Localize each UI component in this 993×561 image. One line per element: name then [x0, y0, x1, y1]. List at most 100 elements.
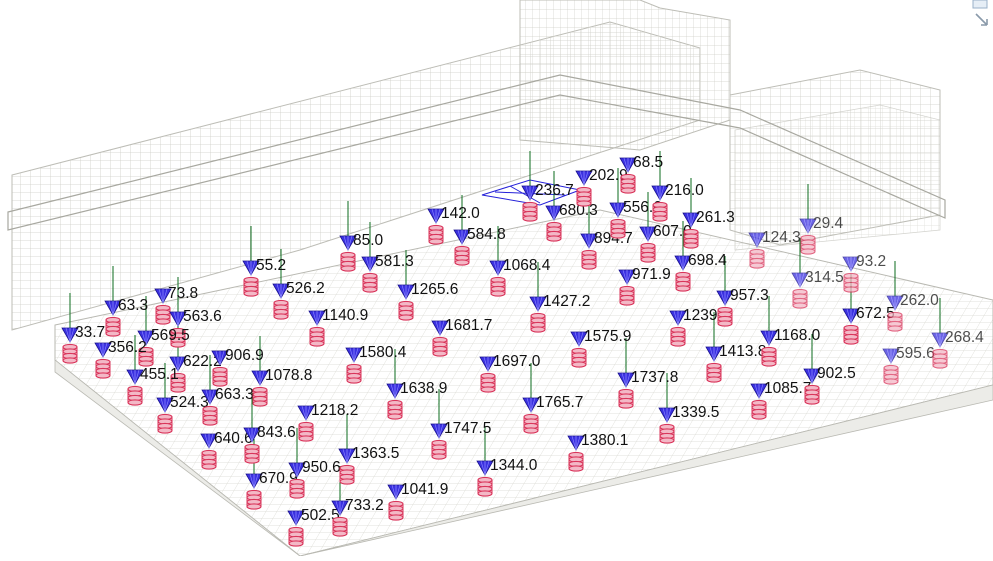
reaction-label: 29.4 — [813, 215, 844, 232]
support-cone-icon — [842, 308, 860, 324]
reaction-label: 526.2 — [286, 280, 325, 297]
support-node[interactable]: 1380.1 — [567, 432, 628, 472]
support-node[interactable]: 1085.7 — [750, 380, 811, 420]
support-node[interactable]: 906.9 — [211, 347, 264, 387]
reaction-label: 672.5 — [856, 305, 895, 322]
support-node[interactable]: 85.0 — [339, 232, 384, 272]
support-node[interactable]: 556.6 — [609, 199, 662, 239]
support-node[interactable]: 1413.8 — [705, 343, 766, 383]
reaction-label: 902.5 — [817, 365, 856, 382]
spring-support-icon — [932, 348, 948, 369]
support-cone-icon — [339, 235, 357, 251]
view-cube-icon[interactable] — [967, 0, 993, 32]
support-node[interactable]: 1363.5 — [338, 445, 399, 485]
support-node[interactable]: 93.2 — [842, 253, 886, 293]
support-cone-icon — [575, 170, 593, 186]
support-node[interactable]: 957.3 — [716, 287, 769, 327]
support-node[interactable]: 262.0 — [886, 292, 939, 332]
support-node[interactable]: 1068.4 — [489, 257, 551, 297]
support-node[interactable]: 33.7 — [61, 324, 105, 364]
support-node[interactable]: 29.4 — [799, 215, 844, 255]
support-cone-icon — [287, 510, 305, 526]
support-node[interactable]: 1041.9 — [387, 481, 448, 521]
support-node[interactable]: 1638.9 — [386, 380, 447, 420]
reaction-label: 268.4 — [945, 329, 984, 346]
support-node[interactable]: 502.5 — [287, 507, 340, 547]
support-node[interactable]: 55.2 — [242, 257, 286, 297]
support-cone-icon — [882, 348, 900, 364]
support-node[interactable]: 622.2 — [169, 353, 222, 393]
spring-support-icon — [431, 439, 447, 460]
spring-support-icon — [619, 285, 635, 306]
support-node[interactable]: 202.9 — [575, 167, 628, 207]
support-node[interactable]: 236.7 — [521, 182, 574, 222]
support-node[interactable]: 698.4 — [674, 252, 727, 292]
support-node[interactable]: 1218.2 — [297, 402, 358, 442]
support-node[interactable]: 1344.0 — [476, 457, 538, 497]
reaction-label: 698.4 — [688, 252, 727, 269]
support-node[interactable]: 261.3 — [682, 209, 735, 249]
spring-support-icon — [155, 304, 171, 325]
support-node[interactable]: 672.5 — [842, 305, 895, 345]
reaction-label: 950.6 — [302, 459, 341, 476]
support-node[interactable]: 1765.7 — [522, 394, 583, 434]
spring-support-icon — [546, 221, 562, 242]
spring-support-icon — [620, 173, 636, 194]
support-node[interactable]: 1575.9 — [570, 328, 631, 368]
support-node[interactable]: 670.9 — [245, 470, 298, 510]
support-cone-icon — [489, 260, 507, 276]
support-node[interactable]: 950.6 — [288, 459, 341, 499]
support-node[interactable]: 843.6 — [243, 424, 296, 464]
support-node[interactable]: 142.0 — [427, 205, 480, 245]
reaction-label: 63.3 — [118, 297, 148, 314]
support-node[interactable]: 268.4 — [931, 329, 984, 369]
spring-support-icon — [201, 449, 217, 470]
support-node[interactable]: 563.6 — [169, 308, 222, 348]
support-node[interactable]: 595.6 — [882, 345, 935, 385]
support-node[interactable]: 607.0 — [639, 223, 692, 263]
spring-support-icon — [717, 306, 733, 327]
support-cone-icon — [479, 356, 497, 372]
support-node[interactable]: 524.3 — [156, 394, 209, 434]
support-node[interactable]: 1140.9 — [308, 307, 368, 347]
support-node[interactable]: 1265.6 — [397, 281, 458, 321]
support-node[interactable]: 73.8 — [154, 285, 198, 325]
support-cone-icon — [169, 356, 187, 372]
support-node[interactable]: 640.6 — [200, 430, 253, 470]
support-cone-icon — [387, 484, 405, 500]
support-cone-icon — [104, 300, 122, 316]
support-node[interactable]: 356.2 — [94, 339, 147, 379]
support-node[interactable]: 526.2 — [272, 280, 325, 320]
support-node[interactable]: 68.5 — [619, 154, 663, 194]
support-node[interactable]: 902.5 — [803, 365, 856, 405]
support-node[interactable]: 1168.0 — [760, 327, 821, 367]
support-cone-icon — [651, 185, 669, 201]
support-node[interactable]: 584.8 — [453, 226, 506, 266]
support-node[interactable]: 455.1 — [126, 366, 179, 406]
support-node[interactable]: 1681.7 — [431, 317, 492, 357]
reaction-label: 1737.8 — [631, 369, 678, 386]
support-node[interactable]: 216.0 — [651, 182, 704, 222]
support-cone-icon — [308, 310, 326, 326]
support-node[interactable]: 314.5 — [791, 269, 844, 309]
support-node[interactable]: 124.3 — [748, 229, 801, 269]
support-node[interactable]: 971.9 — [618, 266, 671, 306]
reaction-label: 262.0 — [900, 292, 939, 309]
support-node[interactable]: 1737.8 — [617, 369, 678, 409]
spring-support-icon — [170, 372, 186, 393]
support-node[interactable]: 1427.2 — [529, 293, 590, 333]
support-node[interactable]: 569.5 — [137, 327, 190, 367]
support-node[interactable]: 1747.5 — [430, 420, 491, 460]
support-cone-icon — [453, 229, 471, 245]
support-node[interactable]: 1697.0 — [479, 353, 541, 393]
support-node[interactable]: 1580.4 — [345, 344, 407, 384]
support-node[interactable]: 1339.5 — [658, 404, 719, 444]
support-node[interactable]: 581.3 — [361, 253, 414, 293]
reaction-label: 202.9 — [589, 167, 628, 184]
support-node[interactable]: 663.3 — [201, 386, 254, 426]
support-node[interactable]: 733.2 — [331, 497, 384, 537]
support-node[interactable]: 1078.8 — [251, 367, 312, 407]
spring-support-icon — [675, 271, 691, 292]
support-node[interactable]: 63.3 — [104, 297, 148, 337]
